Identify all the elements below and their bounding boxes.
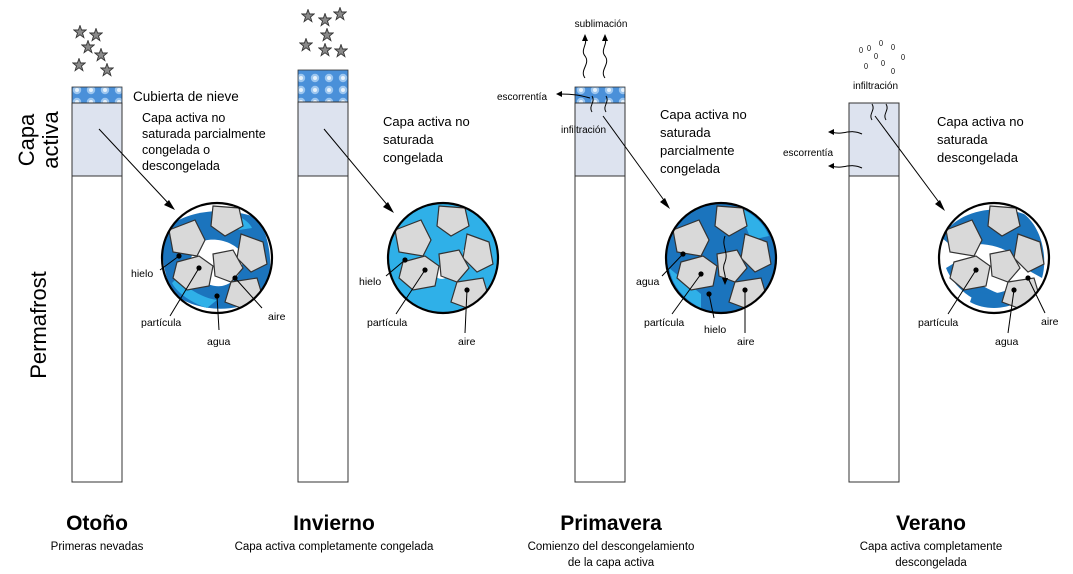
annotation: Capa activa no saturada congelada xyxy=(383,114,470,165)
soil-pore-circle xyxy=(937,201,1051,315)
annotation-line: Capa activa no xyxy=(383,114,470,129)
snow-cover xyxy=(71,86,123,104)
season-subtitle: descongelada xyxy=(895,557,967,569)
season-verano: infiltración escorrentía Capa activa no … xyxy=(783,40,1059,569)
axis-labels: Capa activa Permafrost xyxy=(14,111,63,379)
snow-cover-label: Cubierta de nieve xyxy=(133,89,239,104)
snow-cover xyxy=(574,86,626,104)
annotation-line: descongelada xyxy=(142,159,220,173)
label-air: aire xyxy=(268,311,286,323)
label-particle: partícula xyxy=(367,317,407,329)
permafrost-column xyxy=(574,175,626,483)
soil-pore-circle xyxy=(386,201,500,315)
snow-cover xyxy=(297,69,349,103)
infiltration-arrows xyxy=(870,103,888,121)
label-runoff: escorrentía xyxy=(783,148,833,159)
label-infiltration: infiltración xyxy=(853,81,898,92)
soil-pore-circle xyxy=(160,201,274,315)
label-air: aire xyxy=(458,336,476,348)
permafrost-column xyxy=(848,175,900,483)
season-title: Invierno xyxy=(293,512,375,535)
season-subtitle: Capa activa completamente xyxy=(860,541,1003,553)
annotation-line: congelada xyxy=(660,161,721,176)
label-ice: hielo xyxy=(131,268,153,280)
active-layer-column xyxy=(297,101,349,177)
pointer-arrow xyxy=(98,128,171,206)
season-subtitle: Comienzo del descongelamiento xyxy=(528,541,695,553)
annotation-line: saturada xyxy=(383,132,434,147)
axis-label-active-layer-2: activa xyxy=(38,111,63,169)
annotation-line: saturada parcialmente xyxy=(142,127,266,141)
label-ice: hielo xyxy=(359,276,381,288)
season-title: Otoño xyxy=(66,512,128,535)
annotation-line: Capa activa no xyxy=(937,114,1024,129)
label-particle: partícula xyxy=(141,317,181,329)
annotation: Capa activa no saturada parcialmente con… xyxy=(660,107,747,176)
season-subtitle: Capa activa completamente congelada xyxy=(235,541,434,553)
label-sublimation: sublimación xyxy=(575,19,628,30)
runoff-arrows xyxy=(828,129,863,169)
label-water: agua xyxy=(207,336,231,348)
axis-label-active-layer-1: Capa xyxy=(14,113,39,166)
sublimation-arrows xyxy=(582,34,608,79)
annotation-line: congelada o xyxy=(142,143,210,157)
season-title: Verano xyxy=(896,512,966,535)
active-layer-column xyxy=(71,102,123,177)
label-particle: partícula xyxy=(918,317,958,329)
snowfall-icon xyxy=(72,25,114,77)
axis-label-permafrost: Permafrost xyxy=(26,271,51,379)
annotation-line: Capa activa no xyxy=(142,111,225,125)
season-title: Primavera xyxy=(560,512,662,535)
season-subtitle: Primeras nevadas xyxy=(51,541,144,553)
annotation: Capa activa no saturada parcialmente con… xyxy=(142,111,266,173)
label-particle: partícula xyxy=(644,317,684,329)
snowfall-icon xyxy=(299,7,348,58)
infiltration-arrows xyxy=(590,95,608,113)
label-water: agua xyxy=(636,276,660,288)
season-invierno: Capa activa no saturada congelada xyxy=(235,7,500,553)
annotation: Capa activa no saturada descongelada xyxy=(937,114,1024,165)
label-water: agua xyxy=(995,336,1019,348)
label-ice: hielo xyxy=(704,324,726,336)
label-runoff: escorrentía xyxy=(497,92,547,103)
annotation-line: parcialmente xyxy=(660,143,734,158)
permafrost-column xyxy=(297,175,349,483)
annotation-line: saturada xyxy=(660,125,711,140)
rain-drops-icon xyxy=(859,40,906,75)
active-layer-column xyxy=(848,102,900,177)
active-layer-column xyxy=(574,102,626,177)
annotation-line: descongelada xyxy=(937,150,1019,165)
soil-pore-circle xyxy=(664,201,778,315)
season-otono: Cubierta de nieve Capa activa no saturad… xyxy=(51,25,286,553)
label-infiltration: infiltración xyxy=(561,125,606,136)
label-air: aire xyxy=(1041,316,1059,328)
permafrost-column xyxy=(71,175,123,483)
annotation-line: Capa activa no xyxy=(660,107,747,122)
season-primavera: sublimación escorrentía infiltración Cap… xyxy=(497,19,778,569)
label-air: aire xyxy=(737,336,755,348)
annotation-line: saturada xyxy=(937,132,988,147)
annotation-line: congelada xyxy=(383,150,444,165)
season-subtitle: de la capa activa xyxy=(568,557,655,569)
